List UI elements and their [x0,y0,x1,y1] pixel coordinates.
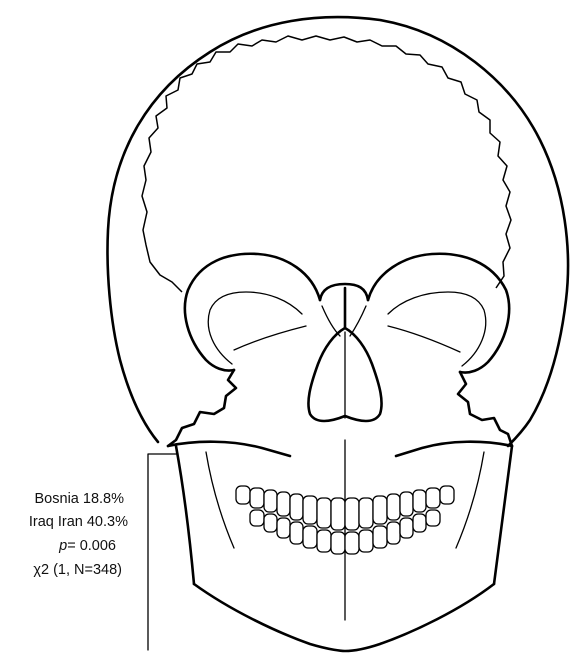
right-orbit-floor [388,326,460,352]
iraq-iran-frequency: Iraq Iran 40.3% [29,514,128,530]
bosnia-frequency: Bosnia 18.8% [35,491,125,507]
chi-square-statistic: χ2 (1, N=348) [33,562,122,578]
right-maxilla-edge [396,442,512,456]
right-ramus-inner [456,452,484,548]
cranium-outline [108,17,569,446]
right-ramus [494,446,512,584]
left-zygomatic [168,370,236,446]
p-value-label: p [58,538,67,554]
p-value: p= 0.006 [58,538,116,554]
mandible-outline [194,584,494,651]
left-maxilla-edge [168,442,290,456]
p-value-number: = 0.006 [67,538,116,554]
cranial-suture [142,36,511,292]
left-orbit-inner [208,292,302,364]
left-ramus-inner [206,452,234,548]
right-orbit-inner [388,292,486,366]
nasal-side-left [322,306,340,336]
left-orbit-floor [234,326,306,350]
right-zygomatic [458,372,512,446]
annotation-leader-line [148,454,178,650]
nasal-side-right [350,306,366,336]
left-ramus [176,446,194,584]
